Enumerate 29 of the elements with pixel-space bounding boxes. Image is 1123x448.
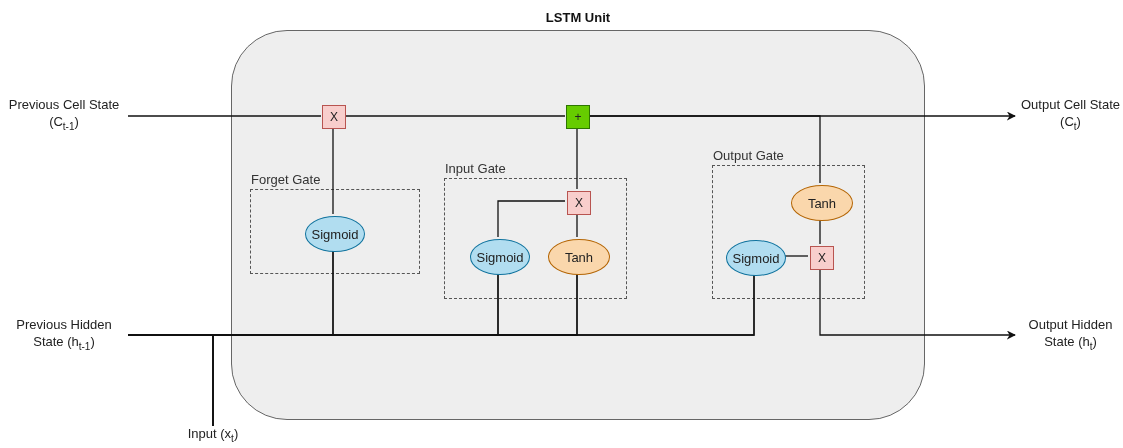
connector-line [576, 212, 578, 238]
multiply-operator: X [810, 246, 834, 270]
connector-line [344, 115, 566, 117]
arrow [819, 267, 1016, 340]
connector-line [127, 115, 322, 117]
state-label: Previous Hidden State (h$_{t-1}$) [15, 315, 113, 354]
unit-label: LSTM Unit [544, 10, 612, 25]
connector-line [212, 273, 755, 427]
activation-ellipse: Tanh [791, 185, 853, 221]
multiply-operator: X [567, 191, 591, 215]
add-operator: + [566, 105, 590, 129]
activation-ellipse: Tanh [548, 239, 610, 275]
multiply-operator: X [322, 105, 346, 129]
state-label: Output Cell State (C$_{t}$) [1020, 95, 1121, 134]
activation-ellipse: Sigmoid [305, 216, 365, 252]
state-label: Previous Cell State (C$_{t-1}$) [7, 95, 121, 134]
activation-ellipse: Sigmoid [470, 239, 530, 275]
connector-line [576, 127, 578, 190]
gate-label: Output Gate [713, 148, 784, 163]
connector-line [783, 255, 809, 257]
gate-label: Forget Gate [251, 172, 321, 187]
state-label: Input (x$_{t}$) [187, 425, 239, 446]
connector-line [332, 127, 334, 215]
connector-line [497, 200, 566, 238]
state-label: Output Hidden State (h$_{t}$) [1027, 315, 1114, 354]
connector-line [588, 115, 821, 184]
connector-line [819, 218, 821, 245]
gate-label: Input Gate [445, 161, 506, 176]
activation-ellipse: Sigmoid [726, 240, 786, 276]
